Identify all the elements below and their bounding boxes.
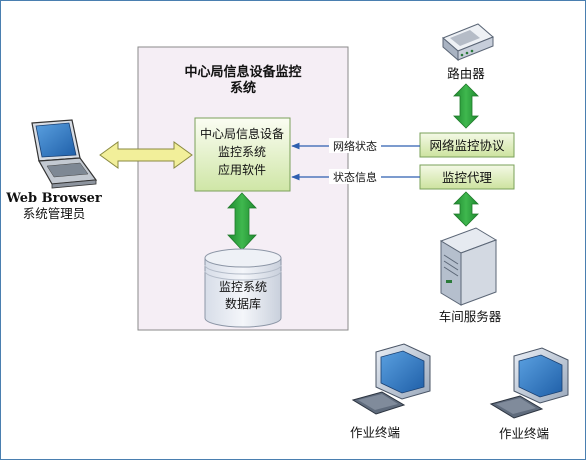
- terminal-2-icon[interactable]: [489, 347, 569, 419]
- terminal-1-label: 作业终端: [350, 425, 400, 440]
- laptop-icon[interactable]: [31, 119, 98, 189]
- app-label-line1: 中心局信息设备: [200, 126, 284, 141]
- net-status-arrow: 网络状态: [291, 138, 420, 153]
- status-info-label: 状态信息: [333, 170, 377, 184]
- terminal-2-label: 作业终端: [499, 426, 549, 441]
- browser-app-double-arrow: [99, 141, 193, 169]
- router-protocol-double-arrow: [453, 83, 479, 129]
- web-browser-label: Web Browser: [5, 191, 102, 206]
- terminal-1-icon[interactable]: [351, 343, 431, 415]
- net-protocol-box[interactable]: 网络监控协议: [419, 132, 515, 158]
- app-software-box[interactable]: 中心局信息设备 监控系统 应用软件: [194, 117, 291, 192]
- db-label-line2: 数据库: [225, 296, 261, 311]
- agent-label: 监控代理: [442, 170, 493, 185]
- server-label: 车间服务器: [439, 309, 502, 324]
- central-title-line2: 系统: [230, 80, 256, 96]
- agent-box[interactable]: 监控代理: [419, 164, 515, 190]
- net-status-label: 网络状态: [333, 139, 377, 153]
- admin-label: 系统管理员: [23, 206, 86, 221]
- server-icon[interactable]: [439, 227, 498, 306]
- net-protocol-label: 网络监控协议: [429, 138, 505, 153]
- status-info-arrow: 状态信息: [291, 169, 420, 184]
- database-icon[interactable]: 监控系统 数据库: [204, 248, 282, 328]
- app-label-line2: 监控系统: [218, 145, 266, 159]
- central-title-line1: 中心局信息设备监控: [184, 64, 301, 80]
- db-label-line1: 监控系统: [219, 280, 267, 294]
- router-icon[interactable]: [442, 23, 494, 62]
- app-label-line3: 应用软件: [218, 162, 266, 177]
- router-label: 路由器: [447, 66, 485, 81]
- agent-server-double-arrow: [453, 191, 479, 227]
